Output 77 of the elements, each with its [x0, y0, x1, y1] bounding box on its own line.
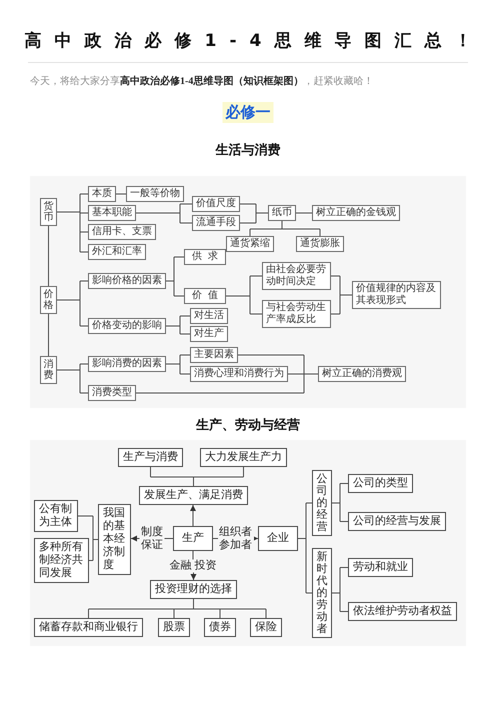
connector-line: [150, 466, 244, 486]
edge-label: 组织者参加者: [218, 526, 254, 552]
connector-line: [88, 598, 266, 618]
topic-box: 树立正确的金钱观: [312, 205, 400, 221]
topic-box: 依法维护劳动者权益: [348, 602, 457, 621]
connector-line: [48, 226, 49, 286]
topic-box: 发展生产、满足消费: [139, 486, 248, 505]
topic-box: 生产: [173, 526, 213, 551]
topic-box: 通货膨胀: [296, 236, 344, 252]
topic-box: 主要因素: [190, 347, 238, 363]
topic-box: 供求: [184, 249, 226, 265]
topic-box: 保险: [250, 618, 282, 637]
connector-line: [332, 483, 348, 522]
section-heading: 必修一: [222, 102, 274, 123]
topic-box: 公司的经营与发展: [348, 512, 446, 531]
topic-box: 生产与消费: [118, 448, 183, 467]
topic-box: 价格变动的影响: [88, 318, 166, 334]
topic-box: 影响消费的因素: [88, 356, 166, 372]
connector-line: [330, 276, 352, 314]
topic-box: 债券: [204, 618, 236, 637]
connector-line: [48, 314, 49, 356]
connector-line: [56, 364, 88, 394]
connector-line: [166, 256, 184, 296]
edge-label: 制度保证: [140, 526, 164, 552]
connector-line: [56, 280, 88, 326]
topic-box: 储蓄存款和商业银行: [34, 618, 143, 637]
connector-line: [226, 276, 262, 314]
connector-line: [250, 220, 320, 236]
topic-box: 与社会劳动生产率成反比: [262, 300, 331, 328]
topic-box: 外汇和汇率: [88, 244, 146, 260]
topic-box: 一般等价物: [126, 186, 184, 202]
topic-box: 树立正确的消费观: [318, 366, 406, 382]
connector-line: [166, 354, 190, 374]
topic-box: 公司的类型: [348, 474, 413, 493]
topic-box: 多种所有制经济共同发展: [34, 538, 89, 583]
topic-box: 对生活: [190, 308, 228, 324]
topic-box: 通货紧缩: [226, 236, 274, 252]
page-title: 高中政治必修1-4思维导图汇总！: [24, 30, 486, 52]
topic-box: 股票: [158, 618, 190, 637]
edge-label: 金融 投资: [168, 559, 218, 572]
topic-box: 消费: [40, 356, 57, 384]
topic-box: 信用卡、支票: [88, 224, 156, 240]
topic-box: 货币: [40, 198, 57, 226]
topic-box: 我国的基本经济制度: [98, 504, 131, 575]
topic-box: 大力发展生产力: [200, 448, 287, 467]
connector-line: [136, 204, 192, 224]
intro-text: 今天，将给大家分享高中政治必修1-4思维导图（知识框架图），赶紧收藏哈！: [30, 75, 374, 88]
topic-box: 流通手段: [192, 215, 240, 231]
connector-line: [56, 194, 88, 252]
topic-box: 价值: [184, 288, 226, 304]
topic-box: 消费心理和消费行为: [190, 366, 288, 382]
connector-line: [78, 516, 98, 561]
topic-box: 公司的经营: [312, 470, 332, 536]
subheading: 生产、劳动与经营: [196, 417, 300, 434]
topic-box: 价值规律的内容及其表现形式: [352, 281, 441, 309]
topic-box: 价格: [40, 286, 57, 314]
topic-box: 本质: [88, 186, 116, 202]
arrow: [190, 504, 196, 526]
connector-line: [166, 316, 190, 334]
topic-box: 纸币: [268, 205, 296, 221]
topic-box: 投资理财的选择: [150, 580, 237, 599]
connector-line: [332, 567, 348, 612]
connector-line: [298, 502, 312, 594]
topic-box: 对生产: [190, 326, 228, 342]
topic-box: 由社会必要劳动时间决定: [262, 262, 331, 290]
connector-line: [240, 204, 268, 224]
topic-box: 企业: [258, 526, 298, 551]
topic-box: 消费类型: [88, 385, 136, 401]
topic-box: 价值尺度: [192, 196, 240, 212]
subheading: 生活与消费: [216, 142, 280, 159]
topic-box: 影响价格的因素: [88, 273, 166, 289]
topic-box: 劳动和就业: [348, 558, 413, 577]
topic-box: 基本职能: [88, 205, 136, 221]
topic-box: 新时代的劳动者: [312, 548, 332, 638]
topic-box: 公有制为主体: [34, 500, 78, 532]
connector-line: [136, 354, 318, 394]
connector-line: [296, 212, 312, 214]
